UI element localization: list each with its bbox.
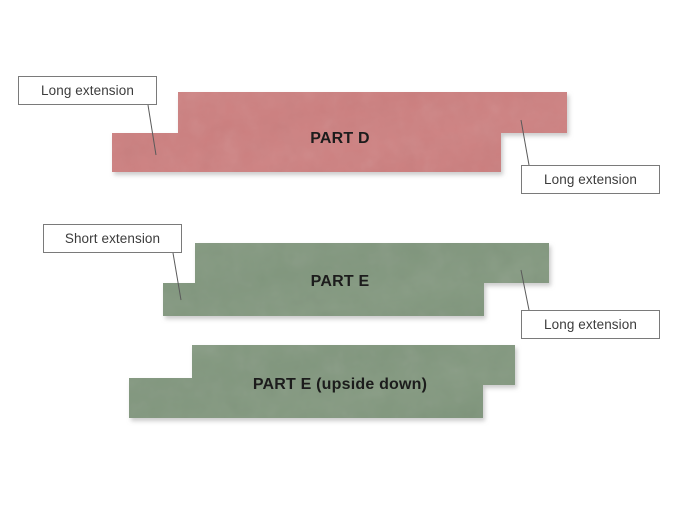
shape-part-e-texture bbox=[163, 243, 549, 316]
shape-part-e-upside-down-texture bbox=[129, 345, 515, 418]
shape-part-d-texture bbox=[112, 92, 567, 172]
leader-line-short-extension bbox=[172, 252, 182, 301]
callout-short-extension[interactable]: Short extension bbox=[43, 224, 182, 253]
shape-part-d[interactable] bbox=[112, 92, 567, 172]
leader-line-long-extension-right-d bbox=[520, 119, 530, 166]
leader-line-long-extension-right-e bbox=[520, 269, 530, 311]
callout-long-extension-top-left[interactable]: Long extension bbox=[18, 76, 157, 105]
shape-part-e-upside-down[interactable] bbox=[129, 345, 515, 418]
shape-part-e[interactable] bbox=[163, 243, 549, 316]
callout-long-extension-right-part-d[interactable]: Long extension bbox=[521, 165, 660, 194]
callout-long-extension-right-part-e[interactable]: Long extension bbox=[521, 310, 660, 339]
leader-line-long-extension-top-left bbox=[147, 104, 157, 156]
